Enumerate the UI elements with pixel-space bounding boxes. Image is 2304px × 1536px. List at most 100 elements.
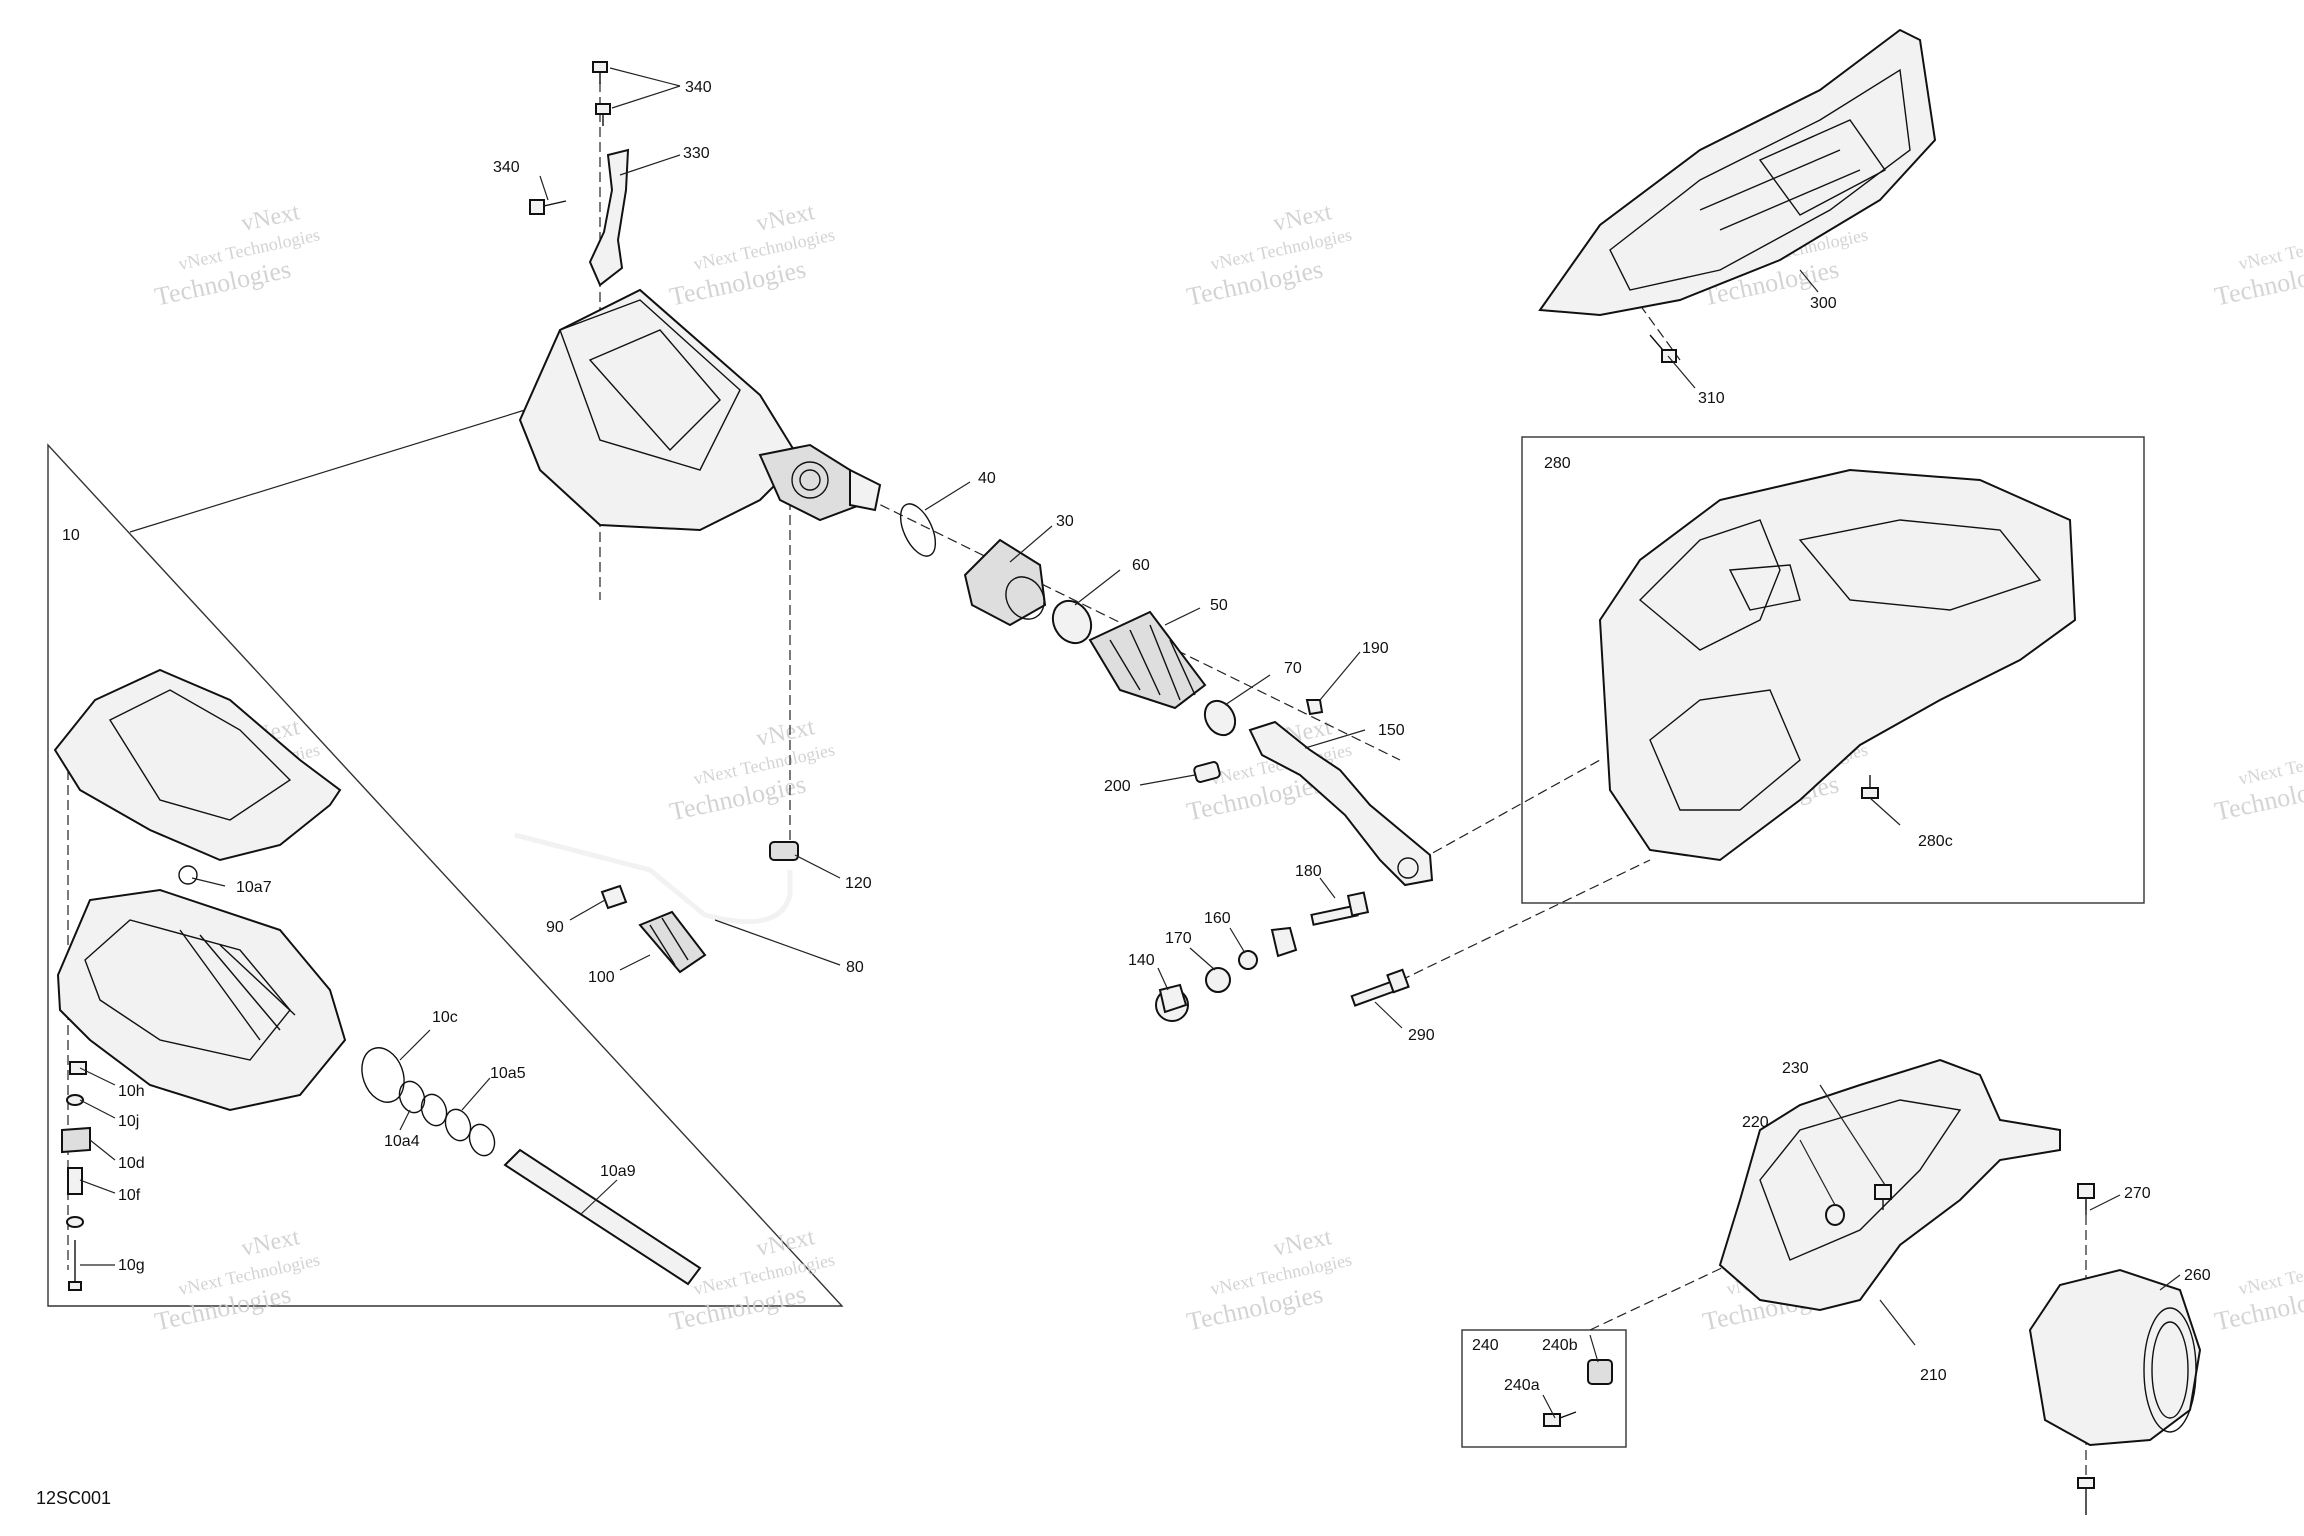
assembly-240-frame: [1461, 1329, 1627, 1448]
label-140: 140: [1128, 952, 1155, 969]
label-10f: 10f: [118, 1187, 141, 1204]
lever-150-eye: [1397, 857, 1419, 879]
label-10j: 10j: [118, 1113, 139, 1130]
watermark: vNext Technologies Technologies vNext: [152, 1224, 321, 1336]
grommet-10d: [61, 1126, 91, 1154]
label-260: 260: [2184, 1267, 2211, 1284]
label-340-side: 340: [493, 159, 520, 176]
watermark: vNext Technologies Technologies vNext: [152, 199, 321, 311]
label-340-top: 340: [685, 79, 712, 96]
leader-lines: [79, 67, 2181, 1419]
ring-10a5-1: [444, 1108, 472, 1142]
label-10a9: 10a9: [600, 1163, 636, 1180]
watermark: vNext Technologies Technologies: [2212, 1249, 2304, 1336]
label-280c: 280c: [1918, 833, 1953, 850]
bracket-330: [588, 148, 630, 287]
nut-10h: [69, 1061, 87, 1075]
washer-220: [1825, 1204, 1845, 1226]
label-10c: 10c: [432, 1009, 458, 1026]
ring-10a5-2: [468, 1123, 496, 1157]
bolt-340-top: [592, 61, 611, 126]
label-270: 270: [2124, 1185, 2151, 1202]
label-10: 10: [62, 527, 80, 544]
pin-200: [1193, 761, 1221, 783]
label-90: 90: [546, 919, 564, 936]
o-ring-10a7: [178, 865, 198, 885]
label-120: 120: [845, 875, 872, 892]
watermark: vNext Technologies Technologies: [2212, 739, 2304, 826]
ring-10a4-1: [398, 1080, 426, 1114]
label-220: 220: [1742, 1114, 1769, 1131]
bolt-180: [1310, 891, 1370, 926]
label-190: 190: [1362, 640, 1389, 657]
label-10a7: 10a7: [236, 879, 272, 896]
label-210: 210: [1920, 1367, 1947, 1384]
bolt-260-bottom: [2077, 1477, 2095, 1515]
assembly-10-callout-line: [129, 409, 526, 533]
label-170: 170: [1165, 930, 1192, 947]
ring-10a4-2: [420, 1093, 448, 1127]
washer-10j: [66, 1094, 84, 1106]
fitting-90: [600, 884, 628, 910]
washer-170: [1205, 967, 1231, 993]
label-240a: 240a: [1504, 1377, 1540, 1394]
label-300: 300: [1810, 295, 1837, 312]
label-200: 200: [1104, 778, 1131, 795]
bolt-340-side: [529, 199, 567, 215]
clamp-120: [769, 841, 799, 861]
bushing-240b: [1587, 1359, 1613, 1385]
boot-100: [638, 910, 707, 974]
bolt-240a: [1543, 1411, 1577, 1427]
label-290: 290: [1408, 1027, 1435, 1044]
label-10d: 10d: [118, 1155, 145, 1172]
label-80: 80: [846, 959, 864, 976]
label-310: 310: [1698, 390, 1725, 407]
label-180: 180: [1295, 863, 1322, 880]
bushing-0: [1270, 926, 1298, 958]
label-100: 100: [588, 969, 615, 986]
label-240: 240: [1472, 1337, 1499, 1354]
screw-190: [1305, 699, 1324, 716]
label-10h: 10h: [118, 1083, 145, 1100]
label-280: 280: [1544, 455, 1571, 472]
label-60: 60: [1132, 557, 1150, 574]
boot-50: [1088, 610, 1207, 710]
washer-160: [1238, 950, 1258, 970]
supercharger-assembly: [518, 288, 882, 532]
watermark: vNext Technologies Technologies vNext: [1184, 1224, 1353, 1336]
label-70: 70: [1284, 660, 1302, 677]
watermark: vNext Technologies Technologies vNext: [667, 199, 836, 311]
bushing-140: [1155, 983, 1189, 1022]
clip-40: [899, 503, 937, 557]
label-10g: 10g: [118, 1257, 145, 1274]
label-10a5: 10a5: [490, 1065, 526, 1082]
washer-10g: [66, 1216, 84, 1228]
cover-10-inset: [53, 668, 342, 862]
clamp-70: [1203, 699, 1237, 737]
callout-labels: 340 340 330 300 310 10 280 280c 40 30 60…: [62, 79, 2211, 1394]
spacer-10f: [67, 1167, 83, 1195]
screw-280c: [1861, 775, 1879, 799]
watermark: vNext Technologies Technologies: [2212, 224, 2304, 311]
label-240b: 240b: [1542, 1337, 1578, 1354]
cover-300: [1538, 28, 1937, 317]
lever-150: [1248, 720, 1434, 887]
nozzle-260: [2028, 1268, 2202, 1447]
label-160: 160: [1204, 910, 1231, 927]
assembly-280-frame: [1521, 436, 2145, 904]
bolt-270: [2077, 1183, 2095, 1215]
label-230: 230: [1782, 1060, 1809, 1077]
clamp-60: [1051, 599, 1093, 645]
label-50: 50: [1210, 597, 1228, 614]
label-10a4: 10a4: [384, 1133, 420, 1150]
ring-10c: [361, 1047, 405, 1103]
bolt-230: [1874, 1184, 1892, 1210]
coupler-30: [963, 538, 1047, 627]
label-30: 30: [1056, 513, 1074, 530]
diagram-reference-code: 12SC001: [36, 1488, 111, 1508]
label-150: 150: [1378, 722, 1405, 739]
housing-280: [1598, 468, 2077, 862]
label-40: 40: [978, 470, 996, 487]
shaft-10a9: [503, 1148, 702, 1286]
